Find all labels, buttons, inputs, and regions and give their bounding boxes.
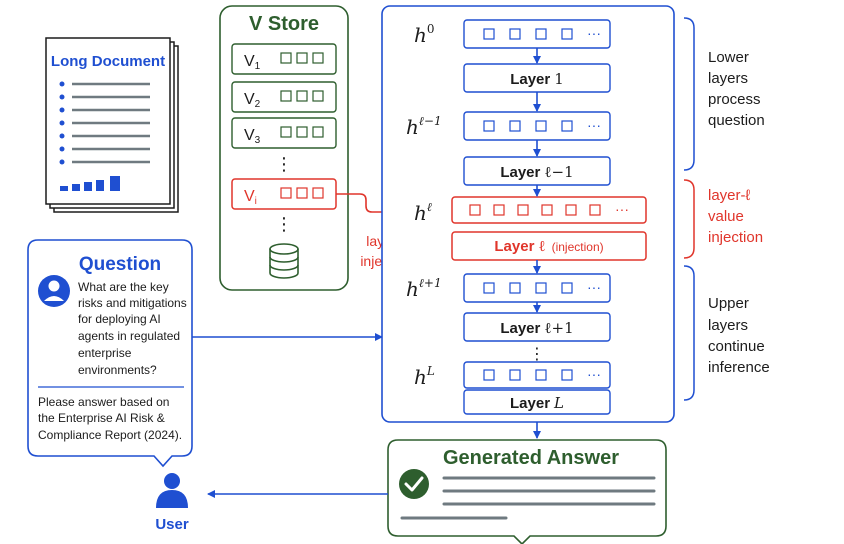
vstore-entry-2: V2 [231,81,337,113]
vstore-entry-3: V3 [231,117,337,149]
user-icon [38,275,70,307]
svg-text:···: ··· [587,279,601,295]
vstore-entry-label: V [244,188,255,205]
svg-text:···: ··· [587,25,601,41]
svg-text:···: ··· [615,201,629,217]
svg-text:V2: V2 [244,91,261,110]
svg-text:risks and mitigations: risks and mitigations [78,296,187,310]
vstore-entry-sub: i [255,196,257,207]
vstore-entry-label: V [244,53,255,70]
vstore-ellipsis: ⋮ [275,154,293,174]
hidden-state-row-hL: ··· [463,361,611,389]
answer-title: Generated Answer [443,447,619,469]
answer-lines [400,476,656,520]
svg-text:value: value [708,208,744,225]
user-icon [156,473,188,508]
check-icon [399,469,429,499]
hidden-label-hL: hL [414,364,435,389]
question-note: Please answer based on the Enterprise AI… [38,395,182,442]
bracket-inject [683,179,695,259]
svg-text:question: question [708,112,765,129]
hidden-state-row-hl-1: ··· [463,111,611,141]
svg-text:V3: V3 [244,127,261,146]
vstore-entry-1: V1 [231,43,337,75]
svg-text:environments?: environments? [78,363,157,377]
document-bar-chart [60,176,120,191]
vstore-entry-sub: 1 [255,61,261,72]
svg-text:layers: layers [708,317,748,334]
svg-text:agents in regulated: agents in regulated [78,329,180,343]
vstore-ellipsis-2: ⋮ [275,214,293,234]
svg-text:V1: V1 [244,53,261,72]
svg-text:Lower: Lower [708,49,749,66]
document-lines [59,81,150,165]
injection-arrow [336,193,411,216]
svg-text:···: ··· [587,117,601,133]
svg-text:layers: layers [708,70,748,87]
vstore-entry-i: Vi [231,178,337,210]
question-text: What are the key risks and mitigations f… [78,280,187,377]
svg-text:Please answer based on: Please answer based on [38,395,169,409]
side-label-lower: Lower layers process question [708,49,765,129]
database-icon [269,243,299,279]
hidden-label-h0: h0 [414,22,435,47]
svg-text:continue: continue [708,338,765,355]
vstore-title: V Store [249,13,319,35]
hidden-state-row-h0: ··· [463,19,611,49]
svg-text:Compliance Report (2024).: Compliance Report (2024). [38,428,182,442]
svg-text:···: ··· [587,366,601,382]
svg-text:What are the key: What are the key [78,280,169,294]
layer-ellipsis: ⋮ [529,346,545,363]
user-label: User [155,516,189,533]
svg-text:enterprise: enterprise [78,346,132,360]
document-icon [45,37,179,213]
vstore-entry-label: V [244,127,255,144]
svg-text:injection: injection [708,229,763,246]
question-title: Question [79,254,161,275]
vstore-entry-label: V [244,91,255,108]
hidden-state-row-hl1: ··· [463,273,611,303]
svg-text:Upper: Upper [708,295,749,312]
hidden-state-row-hl: ··· [451,196,647,224]
document-title: Long Document [51,53,165,70]
side-label-upper: Upper layers continue inference [708,295,770,376]
svg-text:process: process [708,91,761,108]
hidden-label-hl1: hℓ+1 [406,276,442,301]
vstore-entry-sub: 2 [255,99,261,110]
svg-text:the Enterprise AI Risk &: the Enterprise AI Risk & [38,411,165,425]
side-label-inject: layer-ℓ value injection [708,187,763,246]
bracket-lower [683,17,695,171]
hidden-label-hl-1: hℓ−1 [406,114,442,139]
svg-text:layer-ℓ: layer-ℓ [708,187,751,204]
svg-text:for deploying AI: for deploying AI [78,312,161,326]
vstore-entry-sub: 3 [255,135,261,146]
bracket-upper [683,265,695,401]
hidden-label-hl: hℓ [414,200,432,225]
svg-text:Vi: Vi [244,188,257,207]
svg-text:inference: inference [708,359,770,376]
